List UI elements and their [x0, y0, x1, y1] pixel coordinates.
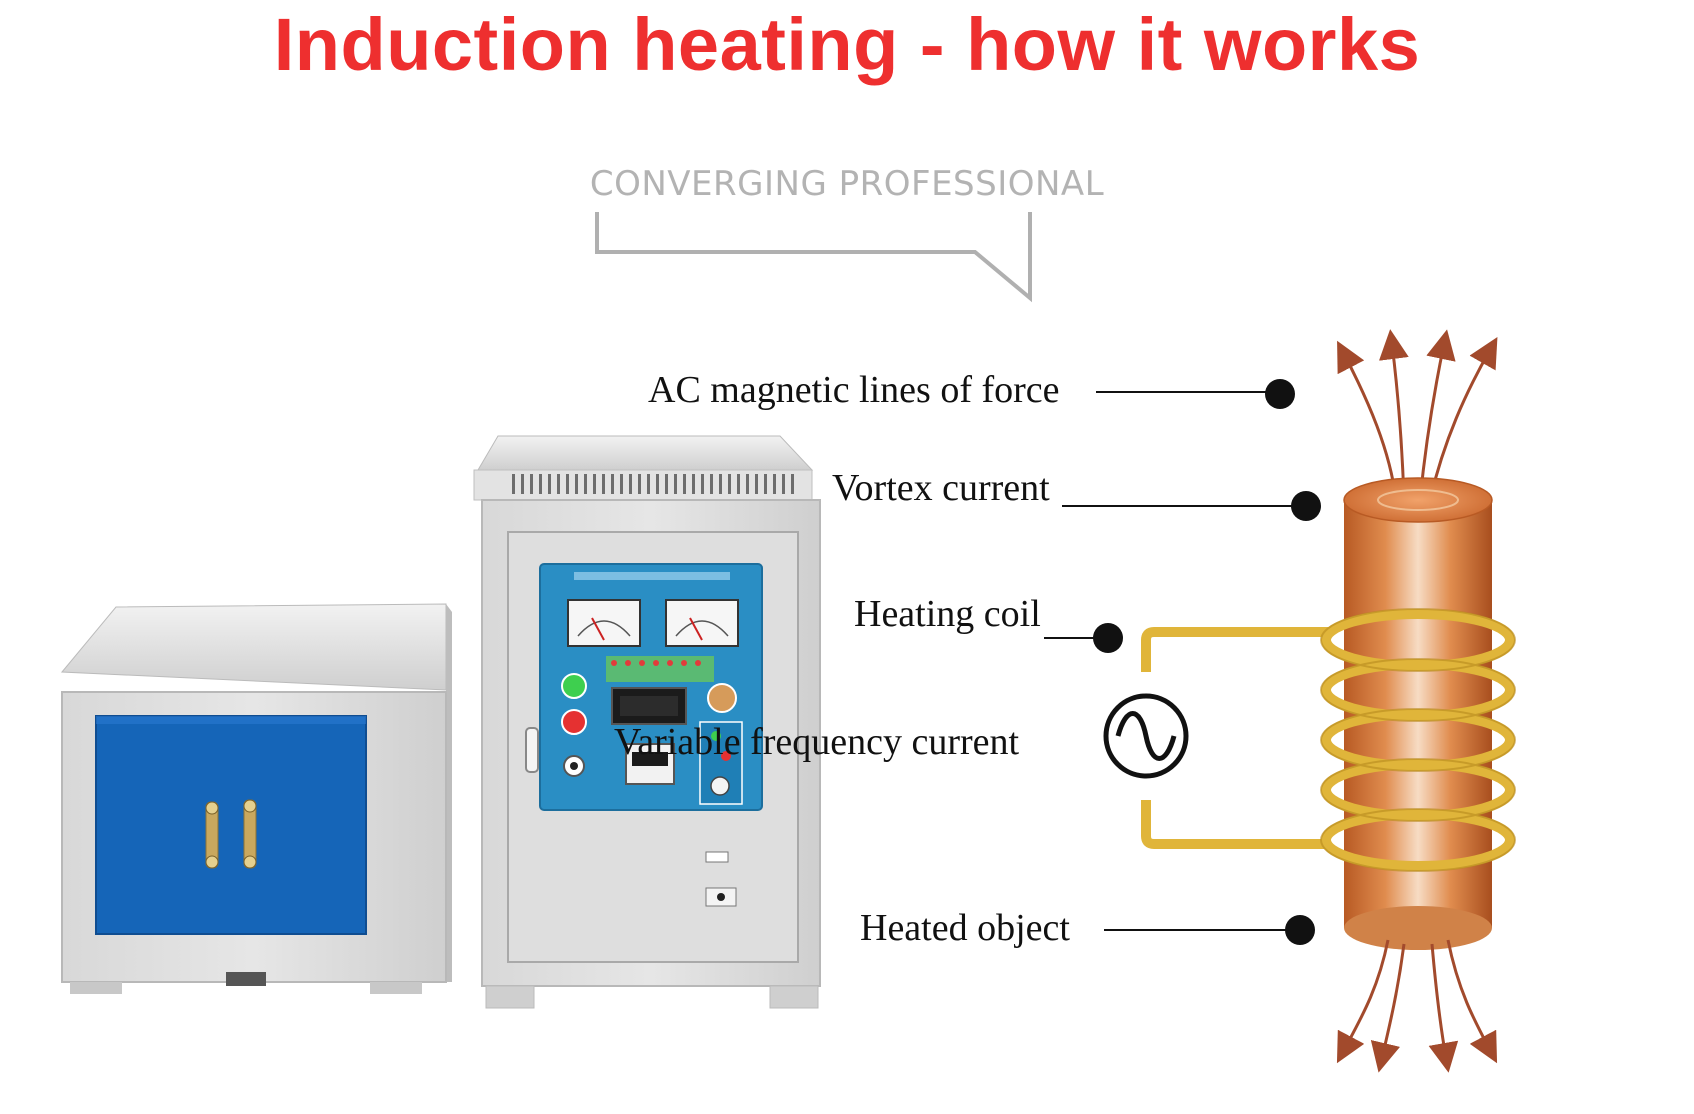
- heating-coil: [1321, 609, 1515, 871]
- magnetic-field-lines-top: [1337, 329, 1498, 501]
- bracket-line: [595, 212, 1032, 303]
- label-magnetic-lines: AC magnetic lines of force: [648, 369, 1060, 411]
- induction-furnace-box: [60, 603, 452, 994]
- sine-wave-icon: [1103, 693, 1189, 779]
- subtitle: CONVERGING PROFESSIONAL: [589, 164, 1105, 204]
- leader-dots: [1093, 379, 1321, 945]
- magnetic-field-lines-bottom: [1336, 939, 1498, 1073]
- label-variable-frequency: Variable frequency current: [614, 721, 1020, 763]
- leader-lines: [1044, 391, 1302, 931]
- label-heated-object: Heated object: [860, 907, 1070, 949]
- label-vortex-current: Vortex current: [832, 467, 1050, 509]
- label-heating-coil: Heating coil: [854, 593, 1041, 635]
- power-supply-cabinet: [473, 435, 821, 1009]
- vent-slots: [512, 474, 794, 494]
- page-title: Induction heating - how it works: [273, 3, 1421, 86]
- circuit-wires: [1141, 627, 1330, 849]
